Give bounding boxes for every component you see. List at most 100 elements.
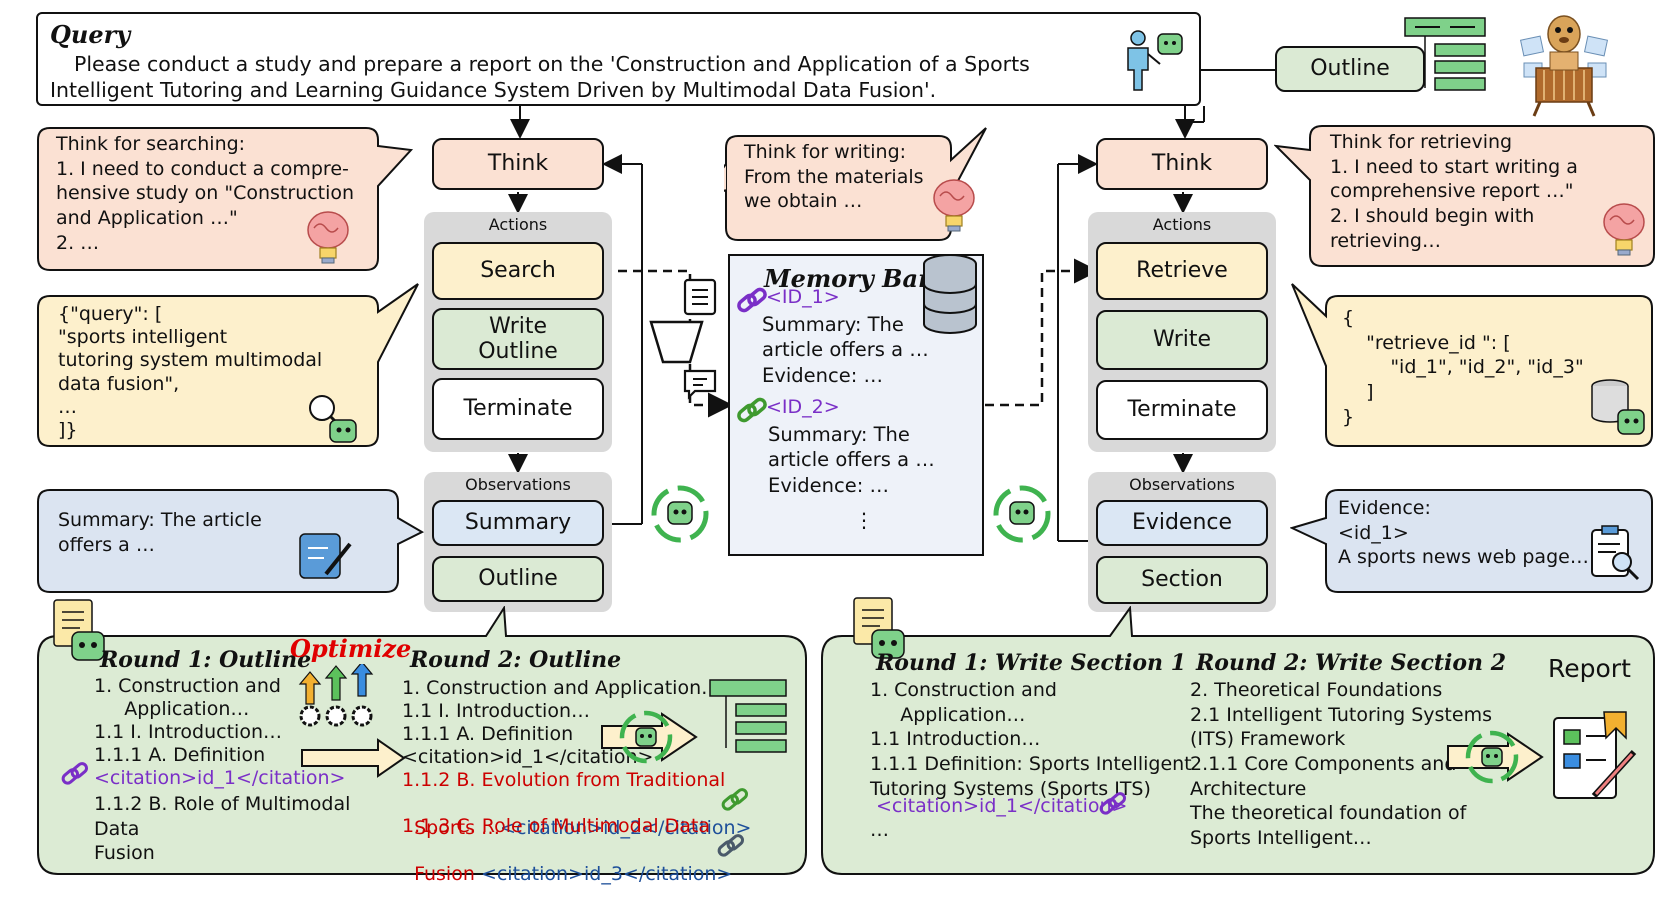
think-writing-text: Think for writing: From the materials we… bbox=[744, 141, 924, 213]
round2-section-title: Round 2: Write Section 2 bbox=[1196, 650, 1506, 676]
left-terminate-action-label: Terminate bbox=[463, 396, 573, 422]
round1-section-citation: <citation>id_1</citation> bbox=[876, 795, 1128, 817]
summary-text: Summary: The article offers a … bbox=[58, 509, 262, 556]
round1-section-text: 1. Construction and Application… 1.1 Int… bbox=[870, 679, 1192, 800]
write-outline-action-box: Write Outline bbox=[432, 308, 604, 370]
outline-box: Outline bbox=[1275, 46, 1425, 92]
write-action-box: Write bbox=[1096, 310, 1268, 370]
round1-section-more: … bbox=[870, 819, 889, 841]
think-writing-bubble bbox=[724, 127, 987, 241]
memory-id1-text: Summary: The article offers a … Evidence… bbox=[762, 313, 929, 387]
think-retrieving-text: Think for retrieving 1. I need to start … bbox=[1330, 131, 1578, 252]
outline-structure-icon bbox=[1404, 17, 1486, 91]
write-outline-action-label: Write Outline bbox=[478, 313, 558, 364]
round1-outline-title: Round 1: Outline bbox=[100, 647, 312, 673]
link-icon bbox=[737, 397, 767, 423]
optimize-gears-icon bbox=[298, 664, 374, 727]
report-document-icon bbox=[1553, 711, 1637, 799]
memory-bank-title: Memory Bank bbox=[764, 264, 953, 293]
query-json-text: {"query": [ "sports intelligent tutoring… bbox=[58, 303, 323, 441]
round1-outline-tail: 1.1.2 B. Role of Multimodal Data Fusion bbox=[94, 793, 351, 865]
right-arrow-icon bbox=[301, 738, 406, 778]
bottom-left-panel-shape bbox=[37, 606, 807, 875]
brain-bulb-icon bbox=[307, 211, 349, 264]
retrieve-json-text: { "retrieve_id ": [ "id_1", "id_2", "id_… bbox=[1342, 307, 1584, 428]
retrieve-action-label: Retrieve bbox=[1136, 258, 1228, 284]
link-icon bbox=[721, 788, 749, 811]
left-actions-label: Actions bbox=[488, 215, 548, 234]
search-action-box: Search bbox=[432, 242, 604, 300]
database-robot-icon bbox=[1591, 379, 1645, 435]
round2-outline-line-with-citation: Sports …<citation>id_2</citation> bbox=[402, 791, 751, 840]
round2-outline-title: Round 2: Outline bbox=[410, 647, 622, 673]
cycle-robot-arrow-icon bbox=[1447, 730, 1544, 784]
memory-bank-box: Memory Bank <ID_1> Summary: The article … bbox=[728, 254, 984, 556]
outline-structure-icon bbox=[709, 679, 787, 753]
think-retrieving-bubble bbox=[1274, 125, 1655, 267]
memory-id2-label: <ID_2> bbox=[766, 396, 840, 418]
memory-id1-label: <ID_1> bbox=[766, 286, 840, 308]
round1-outline-line: Application… bbox=[94, 698, 250, 720]
retrieve-action-box: Retrieve bbox=[1096, 242, 1268, 300]
notepad-pen-icon bbox=[299, 533, 352, 579]
round2-outline-line: <citation>id_1</citation> bbox=[402, 746, 654, 768]
evidence-observation-label: Evidence bbox=[1131, 510, 1233, 536]
round2-citation: <citation>id_2</citation> bbox=[500, 816, 752, 839]
cycle-robot-icon bbox=[993, 485, 1051, 543]
write-action-label: Write bbox=[1152, 327, 1212, 353]
cycle-robot-icon bbox=[651, 485, 709, 543]
round2-outline-line-with-citation: Fusion <citation>id_3</citation> bbox=[402, 837, 732, 886]
checklist-robot-icon bbox=[53, 599, 105, 661]
link-icon bbox=[717, 834, 745, 857]
outline-observation-box: Outline bbox=[432, 556, 604, 602]
right-think-label: Think bbox=[1151, 151, 1213, 177]
link-icon bbox=[1099, 792, 1127, 815]
left-think-box: Think bbox=[432, 138, 604, 190]
round1-section-title: Round 1: Write Section 1 bbox=[876, 650, 1186, 676]
round1-citation: <citation>id_1</citation> bbox=[94, 767, 346, 789]
evidence-text: Evidence: <id_1> A sports news web page… bbox=[1338, 497, 1589, 569]
brain-bulb-icon bbox=[1603, 203, 1645, 256]
retrieve-json-bubble bbox=[1291, 283, 1653, 447]
search-action-label: Search bbox=[480, 258, 556, 284]
outline-observation-label: Outline bbox=[478, 566, 558, 592]
think-searching-text: Think for searching: 1. I need to conduc… bbox=[56, 133, 355, 254]
memory-more-dots: ⋮ bbox=[854, 508, 874, 532]
round2-section-text: 2. Theoretical Foundations 2.1 Intellige… bbox=[1190, 679, 1492, 850]
right-think-box: Think bbox=[1096, 138, 1268, 190]
right-terminate-action-label: Terminate bbox=[1127, 397, 1237, 423]
right-terminate-action-box: Terminate bbox=[1096, 380, 1268, 440]
user-robot-icon bbox=[1127, 30, 1183, 91]
query-text: Please conduct a study and prepare a rep… bbox=[50, 52, 1030, 102]
query-box: Query Please conduct a study and prepare… bbox=[36, 12, 1201, 106]
round1-outline-line: 1.1.1 A. Definition bbox=[94, 744, 266, 766]
evidence-observation-box: Evidence bbox=[1096, 500, 1268, 546]
brain-bulb-icon bbox=[933, 179, 975, 232]
optimize-label: Optimize bbox=[290, 634, 412, 663]
checklist-robot-icon bbox=[853, 597, 905, 659]
round2-outline-line: 1. Construction and Application… bbox=[402, 677, 721, 699]
database-icon bbox=[923, 254, 977, 334]
left-observations-label: Observations bbox=[465, 475, 571, 494]
round1-outline-line: 1.1 I. Introduction… bbox=[94, 721, 282, 743]
round2-outline-red-line: Sports … bbox=[414, 816, 501, 839]
right-actions-label: Actions bbox=[1152, 215, 1212, 234]
link-icon bbox=[61, 762, 89, 785]
round2-outline-red-line: Fusion bbox=[414, 862, 481, 885]
search-robot-icon bbox=[309, 395, 357, 443]
round2-outline-line: 1.1.1 A. Definition bbox=[402, 723, 574, 745]
evidence-bubble bbox=[1290, 489, 1653, 593]
summary-observation-label: Summary bbox=[464, 510, 572, 536]
right-observations-label: Observations bbox=[1129, 475, 1235, 494]
section-observation-box: Section bbox=[1096, 556, 1268, 604]
left-terminate-action-box: Terminate bbox=[432, 378, 604, 440]
round1-outline-line: 1. Construction and bbox=[94, 675, 281, 697]
memory-id2-text: Summary: The article offers a … Evidence… bbox=[768, 423, 935, 497]
clipboard-magnifier-icon bbox=[1591, 525, 1640, 581]
outline-label: Outline bbox=[1310, 56, 1390, 82]
query-title: Query bbox=[50, 20, 131, 49]
left-think-label: Think bbox=[487, 151, 549, 177]
summary-observation-box: Summary bbox=[432, 500, 604, 546]
cycle-robot-arrow-icon bbox=[601, 710, 698, 764]
round2-outline-line: 1.1 I. Introduction… bbox=[402, 700, 590, 722]
